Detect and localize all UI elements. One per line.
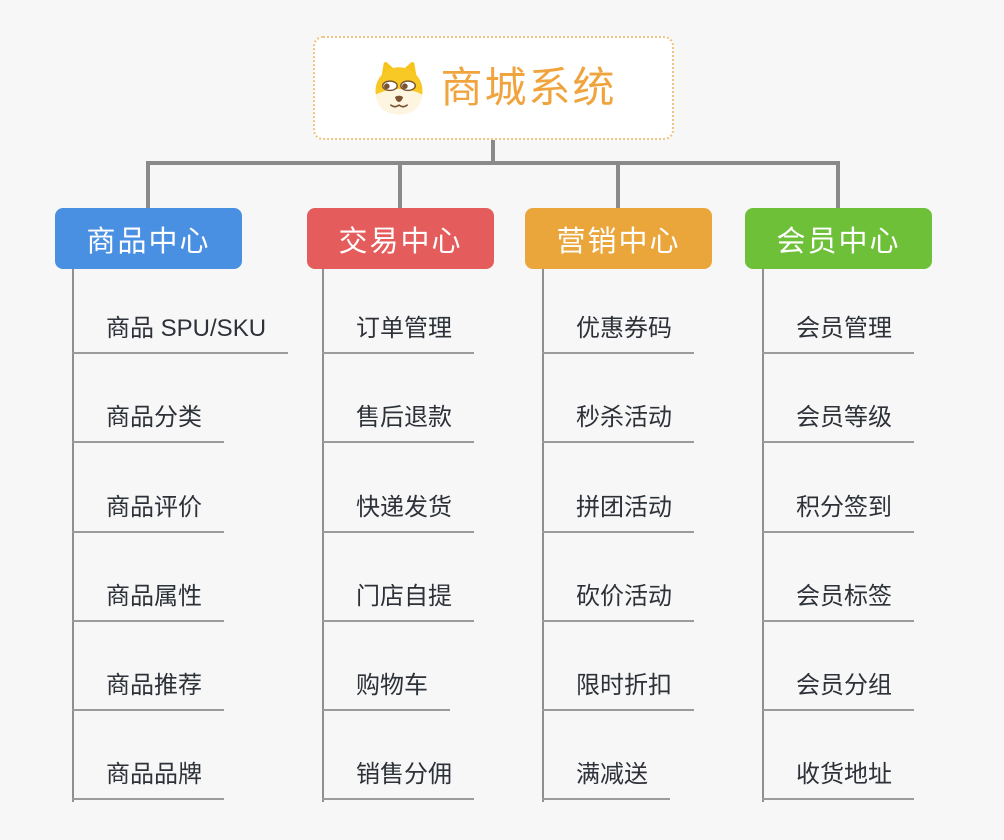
- leaf-node[interactable]: 销售分佣: [322, 760, 474, 800]
- branch-header-product-center[interactable]: 商品中心: [55, 208, 242, 269]
- leaf-node[interactable]: 会员管理: [762, 314, 914, 354]
- leaf-node[interactable]: 商品品牌: [72, 760, 224, 800]
- leaf-node[interactable]: 砍价活动: [542, 582, 694, 622]
- leaf-node[interactable]: 收货地址: [762, 760, 914, 800]
- connector-bus: [146, 161, 840, 165]
- leaf-node[interactable]: 商品推荐: [72, 671, 224, 711]
- leaf-node[interactable]: 积分签到: [762, 493, 914, 533]
- connector-drop-member: [836, 161, 840, 208]
- leaf-node[interactable]: 订单管理: [322, 314, 474, 354]
- connector-drop-product: [146, 161, 150, 208]
- leaf-node[interactable]: 会员等级: [762, 403, 914, 443]
- leaf-node[interactable]: 购物车: [322, 671, 450, 711]
- branch-spine: [322, 269, 324, 802]
- leaf-node[interactable]: 快递发货: [322, 493, 474, 533]
- root-node[interactable]: 商城系统: [313, 36, 674, 140]
- leaf-node[interactable]: 优惠券码: [542, 314, 694, 354]
- leaf-node[interactable]: 限时折扣: [542, 671, 694, 711]
- branch-header-member-center[interactable]: 会员中心: [745, 208, 932, 269]
- shiba-dog-icon: [370, 60, 428, 116]
- leaf-node[interactable]: 售后退款: [322, 403, 474, 443]
- branch-spine: [762, 269, 764, 802]
- root-title: 商城系统: [440, 64, 617, 111]
- leaf-node[interactable]: 商品属性: [72, 582, 224, 622]
- leaf-node[interactable]: 商品评价: [72, 493, 224, 533]
- leaf-node[interactable]: 满减送: [542, 760, 670, 800]
- connector-root-stem: [491, 139, 495, 163]
- leaf-node[interactable]: 门店自提: [322, 582, 474, 622]
- leaf-node[interactable]: 商品分类: [72, 403, 224, 443]
- leaf-node[interactable]: 秒杀活动: [542, 403, 694, 443]
- connector-drop-trade: [398, 161, 402, 208]
- leaf-node[interactable]: 拼团活动: [542, 493, 694, 533]
- branch-header-marketing-center[interactable]: 营销中心: [525, 208, 712, 269]
- leaf-node[interactable]: 会员分组: [762, 671, 914, 711]
- branch-header-trade-center[interactable]: 交易中心: [307, 208, 494, 269]
- branch-spine: [72, 269, 74, 802]
- leaf-node[interactable]: 商品 SPU/SKU: [72, 314, 289, 354]
- connector-drop-marketing: [616, 161, 620, 208]
- leaf-node[interactable]: 会员标签: [762, 582, 914, 622]
- branch-spine: [542, 269, 544, 802]
